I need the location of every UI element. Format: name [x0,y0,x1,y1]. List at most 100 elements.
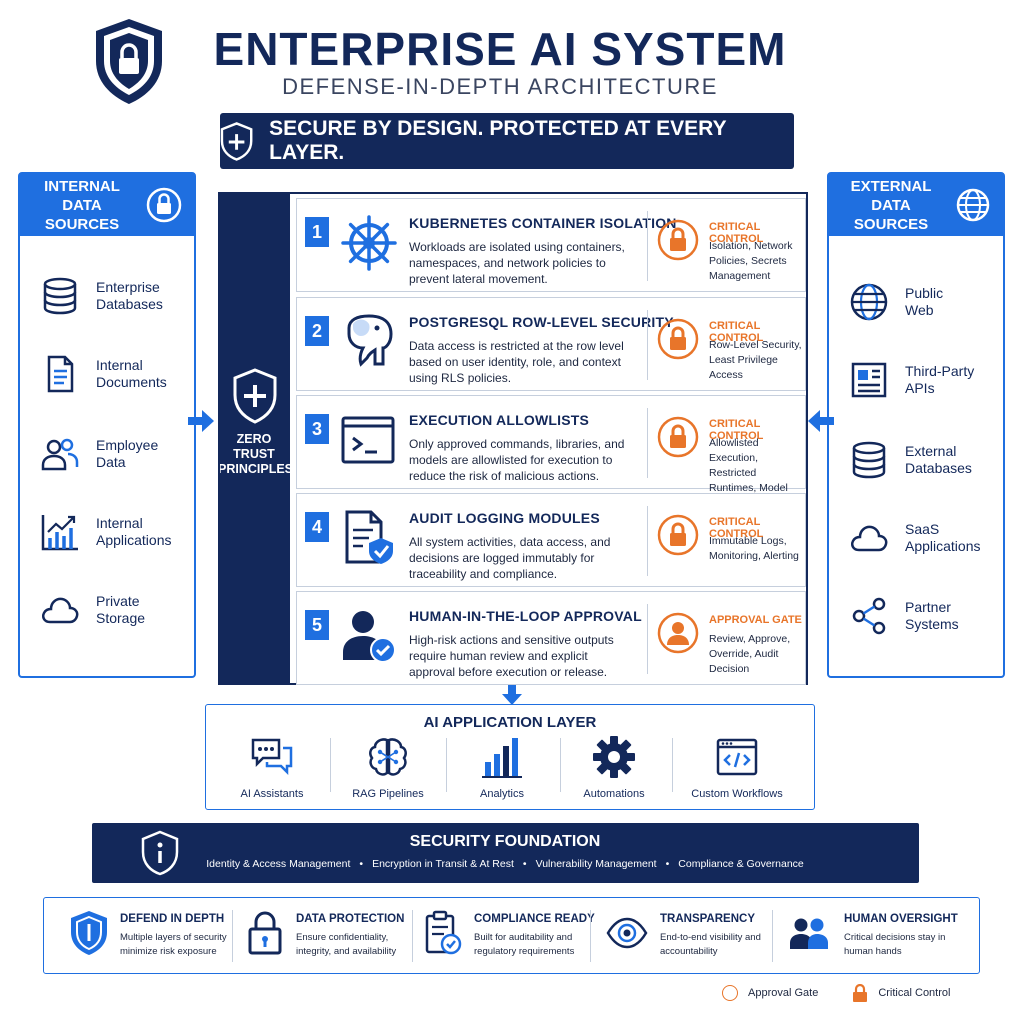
layer-number: 5 [305,610,329,640]
layer-postgresql-rls: 2 POSTGRESQL ROW-LEVEL SECURITY Data acc… [296,297,806,391]
external-item-label: SaaS Applications [905,521,981,554]
control-description: Row-Level Security, Least Privilege Acce… [709,339,802,381]
app-divider [446,738,447,792]
bullet-separator: • [522,858,527,870]
principle-description: Critical decisions stay in human hands [844,932,946,957]
security-foundation-bar [92,823,919,883]
foundation-item: Encryption in Transit & At Rest [372,858,514,870]
layer-title: POSTGRESQL ROW-LEVEL SECURITY [409,314,674,330]
shield-plus-icon [233,368,277,424]
ai-application-layer-title: AI APPLICATION LAYER [423,714,597,731]
zero-trust-bar [218,192,290,685]
legend-critical-label: Critical Control [878,987,951,999]
app-item-custom-workflows: Custom Workflows [682,732,792,802]
internal-item-employee-data: Employee Data [20,424,194,484]
security-foundation-title: SECURITY FOUNDATION [409,833,601,850]
control-description: Immutable Logs, Monitoring, Alerting [709,535,799,562]
layer-description: Workloads are isolated using containers,… [409,240,625,286]
layer-number: 2 [305,316,329,346]
internal-item-documents: Internal Documents [20,344,194,404]
clipboard-check-icon [425,910,462,955]
arrow-left-icon [808,410,834,432]
shield-info-icon [141,830,179,876]
layer-divider [647,408,648,478]
legend-approval-label: Approval Gate [748,987,819,999]
principle-defend-in-depth: DEFEND IN DEPTH Multiple layers of secur… [68,905,238,965]
layer-audit-logging: 4 AUDIT LOGGING MODULES All system activ… [296,493,806,587]
arrow-right-icon [188,410,214,432]
internal-item-label: Enterprise Databases [96,279,163,312]
principle-human-oversight: HUMAN OVERSIGHT Critical decisions stay … [788,905,968,965]
external-item-saas: SaaS Applications [829,508,1003,568]
page-title: ENTERPRISE AI SYSTEM [213,23,787,75]
critical-lock-icon [657,514,699,556]
approval-gate-marker-icon [722,985,738,1001]
principle-compliance-ready: COMPLIANCE READY Built for auditability … [422,905,595,965]
lock-icon [248,911,282,955]
cloud-icon [42,597,79,624]
principle-title: TRANSPARENCY [660,913,755,925]
layer-execution-allowlists: 3 EXECUTION ALLOWLISTS Only approved com… [296,395,806,509]
arrow-down-icon [502,685,522,705]
foundation-item: Compliance & Governance [678,858,804,870]
principles-panel [43,897,980,974]
app-divider [560,738,561,792]
principle-divider [412,910,413,962]
critical-lock-icon [657,219,699,261]
layer-title: KUBERNETES CONTAINER ISOLATION [409,215,677,231]
internal-item-storage: Private Storage [20,580,194,640]
lock-circle-icon [146,187,182,223]
globe-icon [850,283,888,321]
security-foundation-items: Identity & Access Management•Encryption … [180,858,830,870]
internal-item-label: Employee Data [96,437,159,470]
layer-description: Only approved commands, libraries, and m… [409,437,625,483]
database-icon [852,441,886,479]
app-item-label: Custom Workflows [691,788,783,800]
internal-data-sources-panel: INTERNAL DATA SOURCES Enterprise Databas… [18,172,196,678]
external-item-third-party-apis: Third-Party APIs [829,350,1003,410]
banner-text: SECURE BY DESIGN. PROTECTED AT EVERY LAY… [269,117,727,164]
principle-divider [232,910,233,962]
layer-number: 1 [305,217,329,247]
critical-lock-icon [657,416,699,458]
principle-data-protection: DATA PROTECTION Ensure confidentiality, … [244,905,414,965]
layer-title: AUDIT LOGGING MODULES [409,510,600,526]
principle-transparency: TRANSPARENCY End-to-end visibility and a… [604,905,774,965]
app-divider [672,738,673,792]
layer-divider [647,506,648,576]
globe-icon [956,188,990,222]
external-item-label: External Databases [905,443,972,476]
foundation-item: Vulnerability Management [535,858,657,870]
layer-divider [647,310,648,380]
layer-divider [647,604,648,674]
api-icon [851,362,887,398]
control-title: CRITICAL CONTROL [709,221,764,245]
principle-title: HUMAN OVERSIGHT [844,913,958,925]
external-item-label: Public Web [905,285,944,318]
elephant-icon [347,314,393,367]
internal-item-label: Private Storage [96,593,146,626]
eye-icon [606,917,648,949]
users-icon [41,438,79,471]
critical-lock-icon [853,984,868,1002]
app-item-automations: Automations [564,732,664,802]
shield-lock-logo-icon [96,19,162,104]
app-item-label: AI Assistants [240,788,304,800]
app-divider [330,738,331,792]
layer-title: EXECUTION ALLOWLISTS [409,412,590,428]
external-item-public-web: Public Web [829,272,1003,332]
brain-icon [369,738,407,776]
external-panel-header: EXTERNAL DATA SOURCES [829,174,1003,236]
chart-icon [41,515,78,551]
gear-icon [593,736,635,778]
helm-wheel-icon [341,215,397,271]
document-icon [47,355,74,393]
layer-divider [647,211,648,281]
ai-application-layer [205,704,815,810]
control-title: APPROVAL GATE [709,614,802,626]
layer-human-in-the-loop: 5 HUMAN-IN-THE-LOOP APPROVAL High-risk a… [296,591,806,685]
principle-divider [772,910,773,962]
approver-icon [343,611,396,663]
principle-description: Multiple layers of security minimize ris… [120,932,227,957]
bullet-separator: • [665,858,670,870]
